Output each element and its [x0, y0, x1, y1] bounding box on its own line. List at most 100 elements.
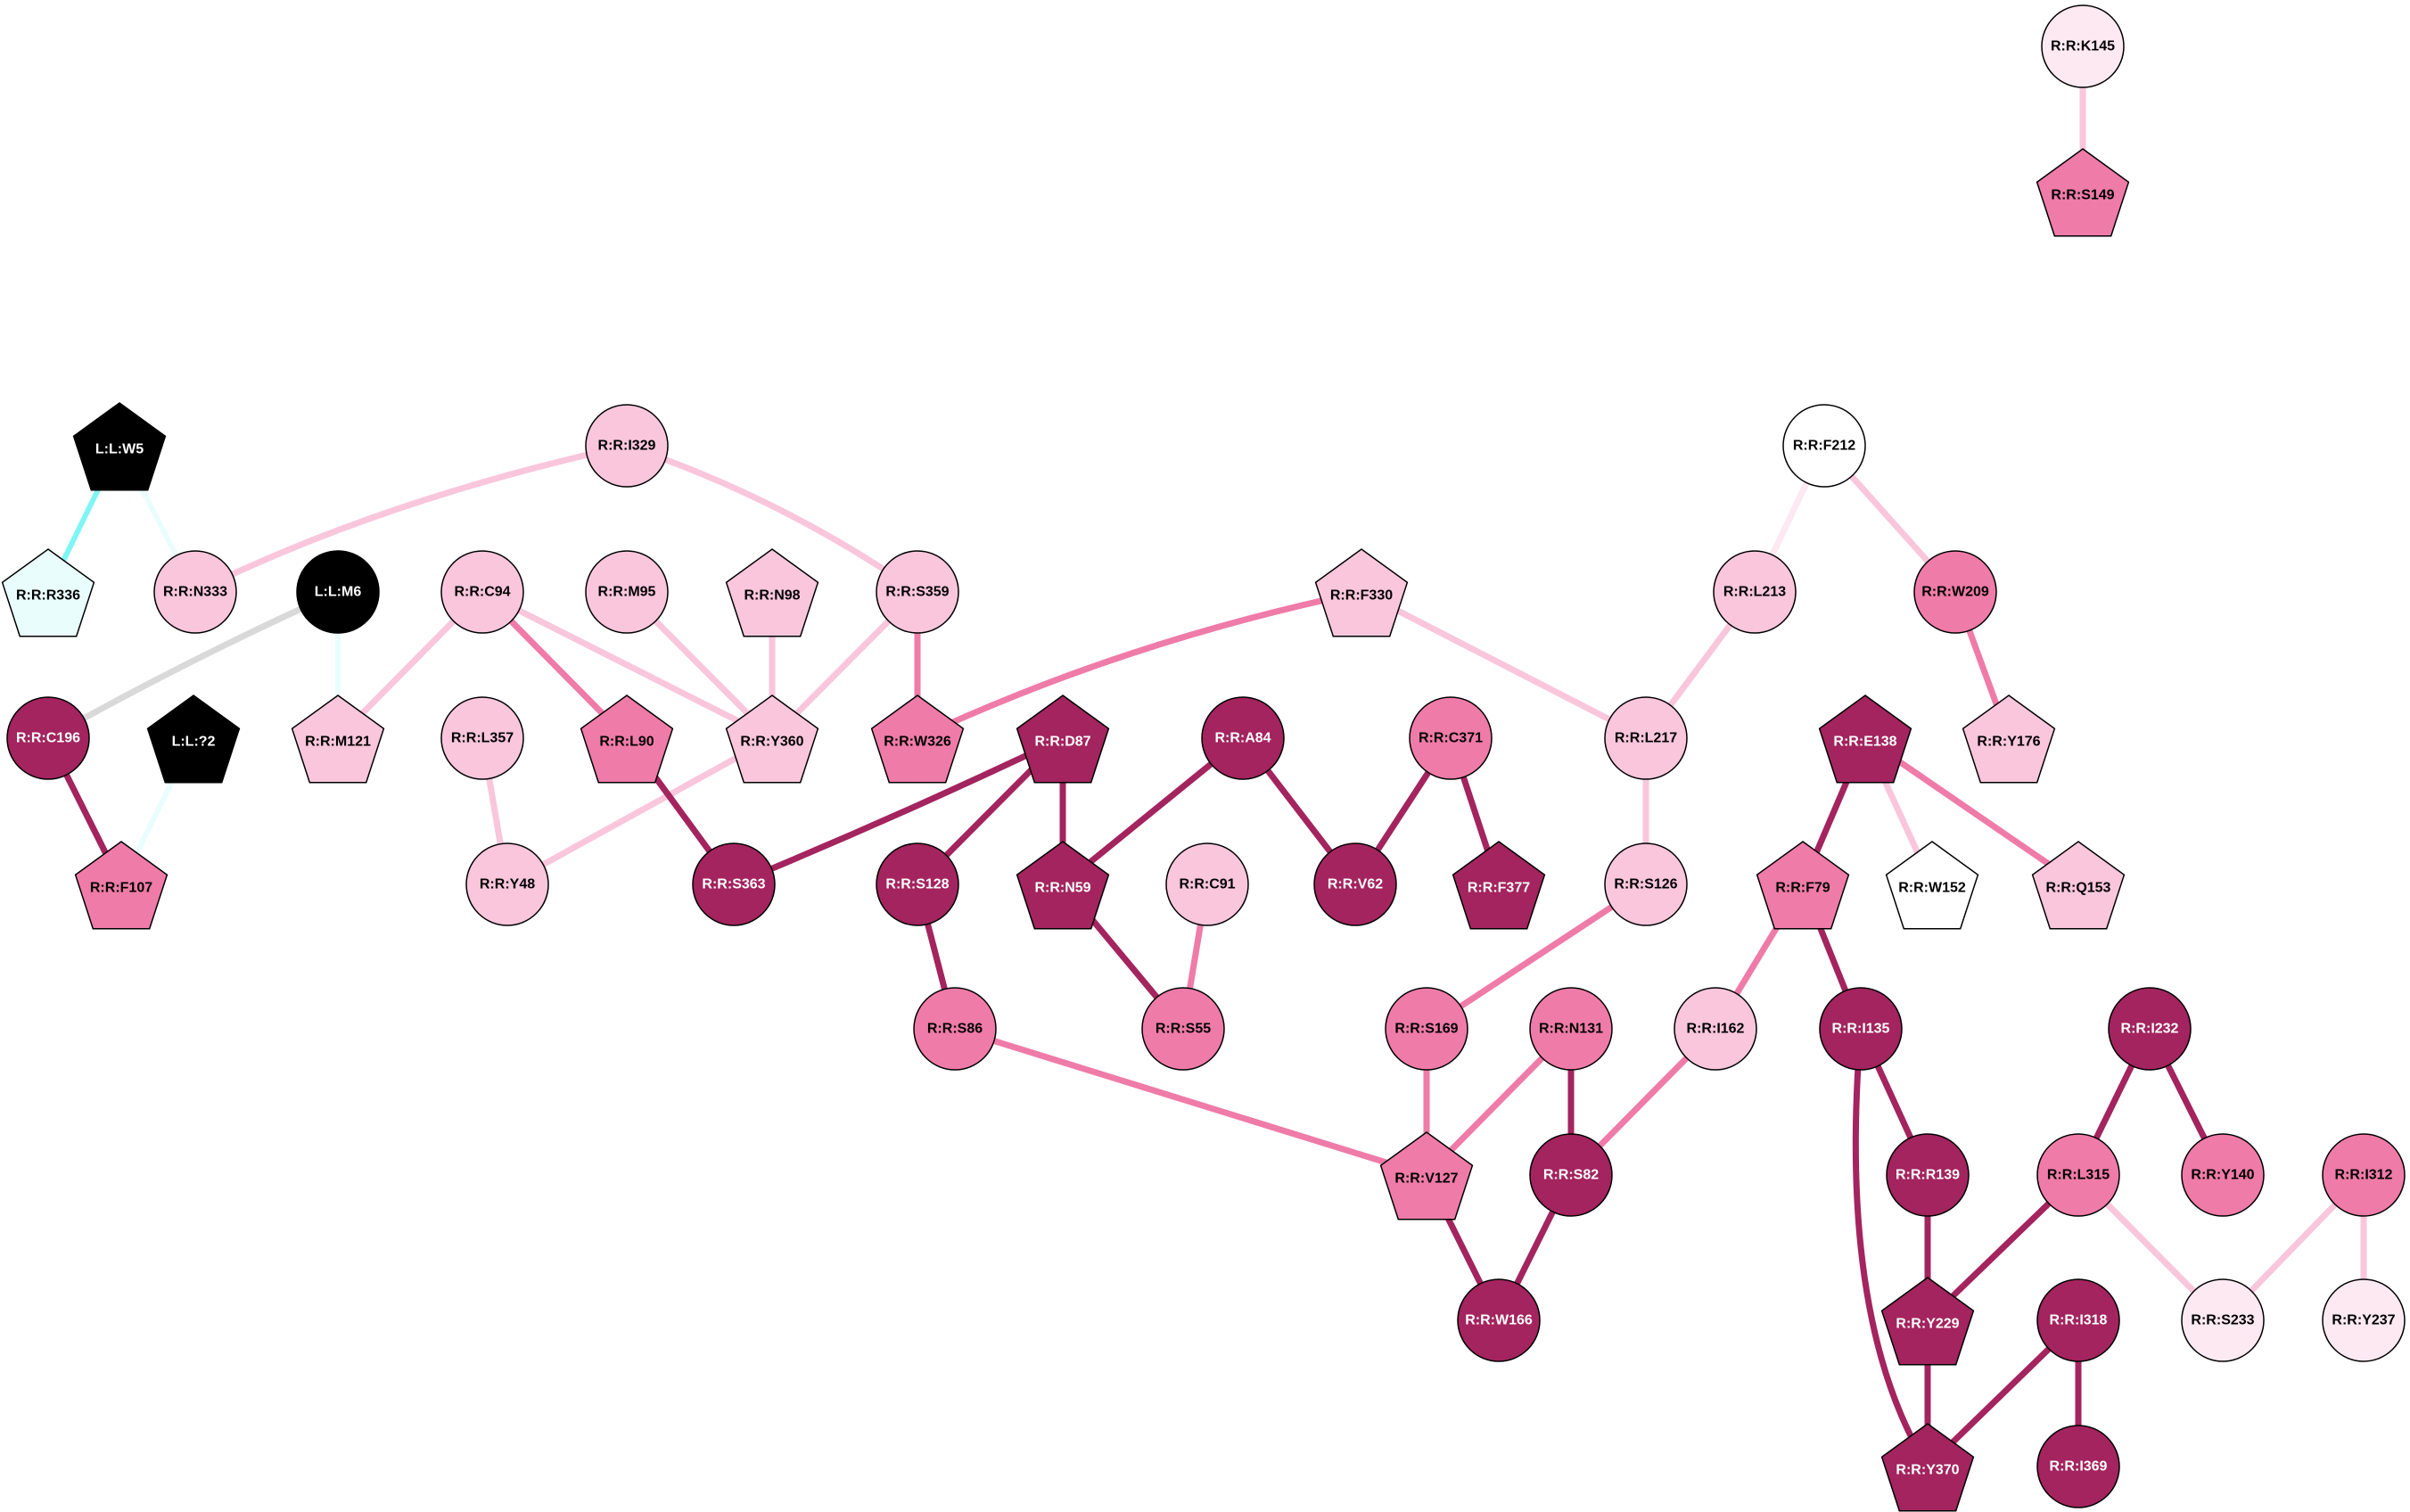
node-pentagon	[146, 694, 241, 784]
node-r-r-v127: R:R:V127	[1379, 1131, 1474, 1220]
node-r-r-i162: R:R:I162	[1674, 987, 1757, 1071]
node-pentagon	[1016, 841, 1110, 930]
node-r-r-m121: R:R:M121	[291, 694, 385, 784]
node-circle	[1913, 550, 1997, 634]
edge-r-r-s86-r-r-v127	[951, 1025, 1430, 1179]
node-label: R:R:L90	[599, 735, 654, 750]
node-r-r-l213: R:R:L213	[1713, 550, 1797, 634]
edge-r-r-i329-r-r-n333	[192, 442, 630, 596]
node-circle	[1713, 550, 1797, 634]
node-label: R:R:C371	[1419, 731, 1483, 746]
node-r-r-f107: R:R:F107	[74, 841, 169, 930]
edge-r-r-d87-r-r-s363	[730, 735, 1066, 888]
node-label: R:R:I318	[2050, 1313, 2108, 1328]
node-circle	[2181, 1278, 2265, 1362]
node-r-r-s233: R:R:S233	[2181, 1278, 2265, 1362]
node-circle	[2036, 1278, 2120, 1362]
node-r-r-r336: R:R:R336	[1, 548, 95, 637]
node-r-r-s126: R:R:S126	[1604, 842, 1688, 926]
node-label: R:R:Q153	[2046, 881, 2111, 896]
node-circle	[1141, 987, 1225, 1071]
node-label: R:R:L213	[1723, 585, 1786, 600]
node-label: R:R:L357	[451, 731, 514, 746]
node-pentagon	[291, 694, 385, 784]
node-circle	[1529, 987, 1613, 1071]
node-pentagon	[1314, 548, 1409, 637]
edge-r-r-e138-r-r-q153	[1862, 735, 2082, 888]
node-l-l-m6: L:L:M6	[296, 550, 380, 634]
node-r-r-e138: R:R:E138	[1818, 694, 1912, 784]
node-r-r-y237: R:R:Y237	[2322, 1278, 2406, 1362]
node-r-r-d87: R:R:D87	[1016, 694, 1110, 784]
node-r-r-i318: R:R:I318	[2036, 1278, 2120, 1362]
node-r-r-c371: R:R:C371	[1409, 696, 1493, 780]
node-label: R:R:C91	[1179, 877, 1235, 892]
node-r-r-w326: R:R:W326	[870, 694, 965, 784]
node-circle	[2108, 987, 2192, 1071]
node-label: R:R:C196	[16, 731, 80, 746]
node-circle	[2036, 1133, 2120, 1217]
node-label: R:R:N333	[163, 585, 227, 600]
node-r-r-i135: R:R:I135	[1819, 987, 1903, 1071]
node-circle	[153, 550, 237, 634]
node-circle	[1819, 987, 1903, 1071]
node-label: R:R:S82	[1543, 1168, 1599, 1183]
node-r-r-c196: R:R:C196	[6, 696, 90, 780]
node-circle	[1604, 696, 1688, 780]
edge-r-r-f330-r-r-w326	[914, 588, 1365, 742]
node-pentagon	[1452, 841, 1546, 930]
node-r-r-s169: R:R:S169	[1385, 987, 1468, 1071]
node-r-r-y229: R:R:Y229	[1880, 1277, 1975, 1366]
node-circle	[1409, 696, 1493, 780]
node-label: R:R:R139	[1896, 1168, 1960, 1183]
node-r-r-l90: R:R:L90	[580, 694, 674, 784]
edge-r-r-i329-r-r-s359	[623, 442, 921, 596]
node-label: R:R:W166	[1465, 1313, 1533, 1328]
node-r-r-y48: R:R:Y48	[465, 842, 549, 926]
node-label: R:R:F107	[90, 881, 152, 896]
node-label: R:R:N98	[744, 588, 800, 604]
node-label: R:R:Y176	[1977, 735, 2040, 750]
node-r-r-q153: R:R:Q153	[2031, 841, 2126, 930]
node-circle	[1385, 987, 1468, 1071]
node-circle	[585, 550, 669, 634]
node-r-r-s359: R:R:S359	[876, 550, 959, 634]
node-circle	[1313, 842, 1397, 926]
node-l-l-2: L:L:?2	[146, 694, 241, 784]
node-r-r-s82: R:R:S82	[1529, 1133, 1613, 1217]
node-label: R:R:Y229	[1896, 1317, 1959, 1332]
node-r-r-s128: R:R:S128	[876, 842, 959, 926]
node-label: R:R:Y370	[1896, 1463, 1959, 1478]
node-label: R:R:R336	[16, 588, 80, 604]
node-pentagon	[725, 694, 819, 784]
node-circle	[692, 842, 776, 926]
node-circle	[2322, 1133, 2406, 1217]
node-r-r-i312: R:R:I312	[2322, 1133, 2406, 1217]
node-r-r-i232: R:R:I232	[2108, 987, 2192, 1071]
node-pentagon	[1880, 1423, 1975, 1512]
node-r-r-n59: R:R:N59	[1016, 841, 1110, 930]
node-circle	[585, 404, 669, 488]
node-r-r-s86: R:R:S86	[913, 987, 997, 1071]
node-r-r-n98: R:R:N98	[725, 548, 819, 637]
edge-r-r-f330-r-r-l217	[1358, 588, 1649, 742]
node-r-r-f79: R:R:F79	[1756, 841, 1850, 930]
node-circle	[1886, 1133, 1970, 1217]
node-l-l-w5: L:L:W5	[72, 402, 167, 491]
node-label: L:L:M6	[315, 585, 362, 600]
node-r-r-l315: R:R:L315	[2036, 1133, 2120, 1217]
node-label: R:R:S363	[702, 877, 765, 892]
node-label: R:R:N131	[1539, 1022, 1603, 1037]
node-label: R:R:S126	[1614, 877, 1677, 892]
node-r-r-f377: R:R:F377	[1452, 841, 1546, 930]
node-label: R:R:L315	[2047, 1168, 2110, 1183]
node-label: R:R:D87	[1034, 735, 1090, 750]
node-r-r-k145: R:R:K145	[2041, 4, 2125, 88]
node-label: R:R:C94	[454, 585, 510, 600]
node-label: R:R:Y237	[2332, 1313, 2395, 1328]
node-pentagon	[1880, 1277, 1975, 1366]
node-circle	[2181, 1133, 2265, 1217]
node-pentagon	[1818, 694, 1912, 784]
node-label: R:R:M121	[305, 735, 371, 750]
node-r-r-a84: R:R:A84	[1201, 696, 1285, 780]
